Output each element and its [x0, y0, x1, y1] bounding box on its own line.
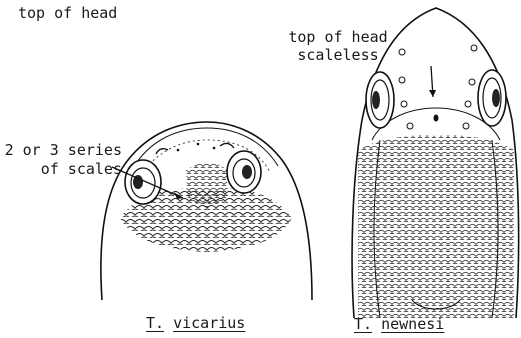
page-heading: top of head: [18, 4, 117, 22]
vicarius-annotation: 2 or 3 series of scales: [4, 141, 122, 179]
vicarius-species: vicarius: [173, 314, 245, 332]
newnesi-species-label: T. newnesi: [354, 315, 444, 333]
vicarius-median-scale-series: [186, 162, 228, 208]
vicarius-head-drawing: [101, 122, 312, 300]
vicarius-annotation-line-2: of scales: [4, 160, 122, 179]
newnesi-annotation: top of head scaleless: [268, 28, 408, 64]
newnesi-body-scales: [358, 136, 514, 318]
vicarius-species-label: T. vicarius: [146, 314, 245, 332]
vicarius-genus: T.: [146, 314, 164, 332]
newnesi-species: newnesi: [381, 315, 444, 333]
newnesi-genus: T.: [354, 315, 372, 333]
newnesi-annotation-line-1: top of head: [268, 28, 408, 46]
vicarius-annotation-line-1: 2 or 3 series: [4, 141, 122, 160]
newnesi-annotation-line-2: scaleless: [268, 46, 408, 64]
